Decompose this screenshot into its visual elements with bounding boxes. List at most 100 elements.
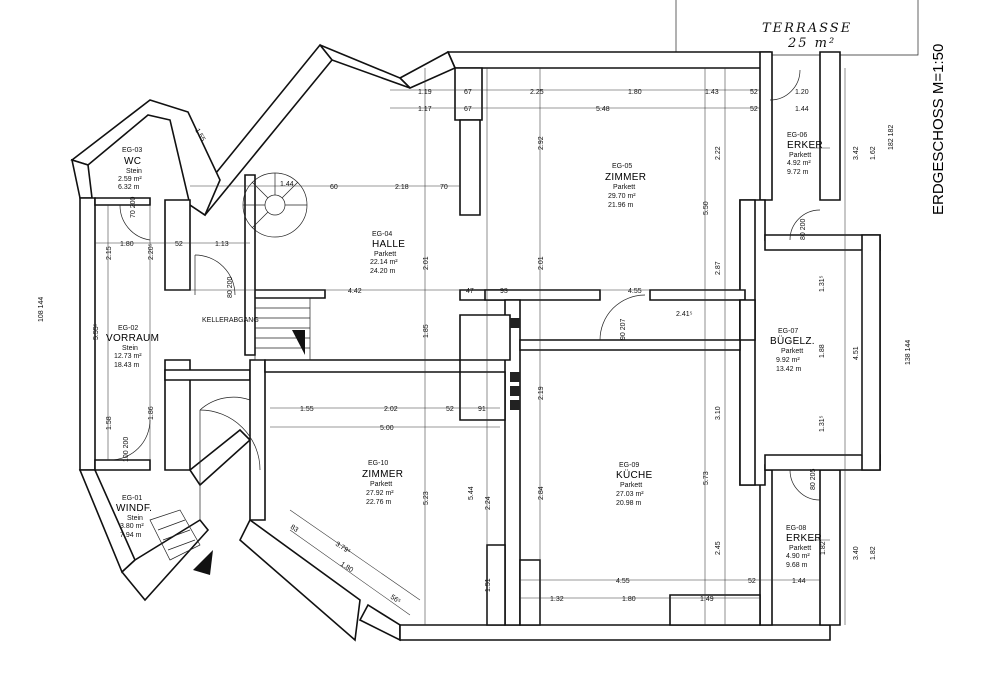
dim-v-4: 1.85 <box>423 324 430 338</box>
dim-b-3: 1.88 <box>819 344 826 358</box>
room-perimeter: 6.32 m <box>118 184 140 191</box>
room-id: EG-07 <box>778 328 798 335</box>
room-area: 9.92 m² <box>776 357 800 364</box>
dim-e-3: 1.82 <box>820 541 827 555</box>
dim-b-1: 4.51 <box>853 346 860 360</box>
dim-l-5: 5.55⁵ <box>93 323 100 340</box>
room-perimeter: 21.96 m <box>608 202 633 209</box>
dim-mid-1: 4.42 <box>348 288 362 295</box>
dim-v-8: 2.24 <box>485 496 492 510</box>
room-name: WC <box>124 156 141 167</box>
room-perimeter: 24.20 m <box>370 268 395 275</box>
dim-b-4: 1.31⁵ <box>819 415 826 432</box>
dim-d-6: 1.44 <box>280 181 294 188</box>
room-perimeter: 9.72 m <box>787 169 809 176</box>
terrace-label: TERRASSE <box>762 21 852 36</box>
dim-top-3: 2.25 <box>530 89 544 96</box>
dim-r-3: 5.73 <box>703 471 710 485</box>
room-floor: Stein <box>122 345 138 352</box>
room-floor: Stein <box>126 168 142 175</box>
room-id: EG-04 <box>372 231 392 238</box>
dim-kitchen-3: 1.44 <box>792 578 806 585</box>
room-kueche: EG-09 KÜCHE Parkett 27.03 m² 20.98 m <box>616 462 652 507</box>
dim-l-1: 2.15 <box>106 246 113 260</box>
room-area: 2.59 m² <box>118 176 142 183</box>
dimension-lines <box>95 68 863 625</box>
dim-r-5: 2.45 <box>715 541 722 555</box>
dim-halle-3: 70 <box>440 184 448 191</box>
cellar-stairs <box>254 297 311 361</box>
side-label-3: 108 144 <box>38 297 45 322</box>
room-floor: Parkett <box>370 481 392 488</box>
dim-r-4: 3.10 <box>715 406 722 420</box>
dim-halle-2: 2.18 <box>395 184 409 191</box>
spiral-staircase <box>242 172 308 238</box>
dim-mid-4: 4.55 <box>628 288 642 295</box>
dim-zimmer-4: 91 <box>478 406 486 413</box>
room-perimeter: 9.68 m <box>786 562 808 569</box>
dim-kitchen-1: 4.55 <box>616 578 630 585</box>
room-name: WINDF. <box>116 503 152 514</box>
room-buegelzimmer: EG-07 BÜGELZ. Parkett 9.92 m² 13.42 m <box>770 328 815 373</box>
dim-l-2: 2.20⁵ <box>148 243 155 260</box>
dim-halle-1: 60 <box>330 184 338 191</box>
dim-r-2: 2.87 <box>715 261 722 275</box>
room-id: EG-10 <box>368 460 388 467</box>
keller-label: KELLERABGANG <box>202 317 259 324</box>
entrance-steps <box>149 509 213 575</box>
room-vorraum: EG-02 VORRAUM Stein 12.73 m² 18.43 m <box>106 325 159 369</box>
dim-d-4: 83 <box>289 524 299 534</box>
room-erker-08: EG-08 ERKER Parkett 4.90 m² 9.68 m <box>786 525 822 569</box>
kitchen-stove <box>510 318 520 410</box>
dim-v-5: 5.23 <box>423 491 430 505</box>
room-name: ERKER <box>786 533 822 544</box>
dim-top-5: 1.43 <box>705 89 719 96</box>
drawing-title: ERDGESCHOSS M=1:50 <box>930 44 947 215</box>
side-label-2: 182 182 <box>888 125 895 150</box>
room-erker-06: EG-06 ERKER Parkett 4.92 m² 9.72 m <box>787 132 823 176</box>
room-area: 4.92 m² <box>787 160 811 167</box>
dim-d-3: 56⁵ <box>389 594 402 606</box>
dim-top2-5: 1.44 <box>795 106 809 113</box>
room-perimeter: 20.98 m <box>616 500 641 507</box>
dim-zimmer-5: 5.00 <box>380 425 394 432</box>
dim-kitchen-2: 52 <box>748 578 756 585</box>
room-perimeter: 7.94 m <box>120 532 142 539</box>
room-area: 12.73 m² <box>114 353 142 360</box>
room-halle: EG-04 HALLE Parkett 22.14 m² 24.20 m <box>370 231 405 275</box>
dim-top-2: 67 <box>464 89 472 96</box>
room-area: 27.03 m² <box>616 491 644 498</box>
room-name: ZIMMER <box>362 469 403 480</box>
door-label-2: 80 200 <box>800 218 807 240</box>
dim-v-3: 2.01 <box>538 256 545 270</box>
room-id: EG-02 <box>118 325 138 332</box>
dim-top-4: 1.80 <box>628 89 642 96</box>
dim-e-1: 3.42 <box>853 146 860 160</box>
room-id: EG-06 <box>787 132 807 139</box>
room-area: 27.92 m² <box>366 490 394 497</box>
room-floor: Parkett <box>781 348 803 355</box>
room-id: EG-09 <box>619 462 639 469</box>
room-perimeter: 22.76 m <box>366 499 391 506</box>
dim-kitchen-5: 1.80 <box>622 596 636 603</box>
side-label-1: 138 144 <box>905 340 912 365</box>
dim-r-6: 2.22 <box>715 146 722 160</box>
dim-l-4: 1.58 <box>106 416 113 430</box>
room-area: 29.70 m² <box>608 193 636 200</box>
room-name: VORRAUM <box>106 333 159 344</box>
room-id: EG-05 <box>612 163 632 170</box>
door-label-5: 100 200 <box>123 437 130 462</box>
dim-d-2: 1.80 <box>339 561 354 574</box>
room-area: 22.14 m² <box>370 259 398 266</box>
room-area: 3.80 m² <box>120 523 144 530</box>
room-name: ERKER <box>787 140 823 151</box>
dim-mid-2: 47 <box>466 288 474 295</box>
dim-l-3: 1.86 <box>148 406 155 420</box>
dim-e-4: 3.40 <box>853 546 860 560</box>
dim-vorraum-3: 1.13 <box>215 241 229 248</box>
dim-vorraum-2: 52 <box>175 241 183 248</box>
dim-top2-4: 52 <box>750 106 758 113</box>
room-name: HALLE <box>372 239 405 250</box>
room-perimeter: 13.42 m <box>776 366 801 373</box>
